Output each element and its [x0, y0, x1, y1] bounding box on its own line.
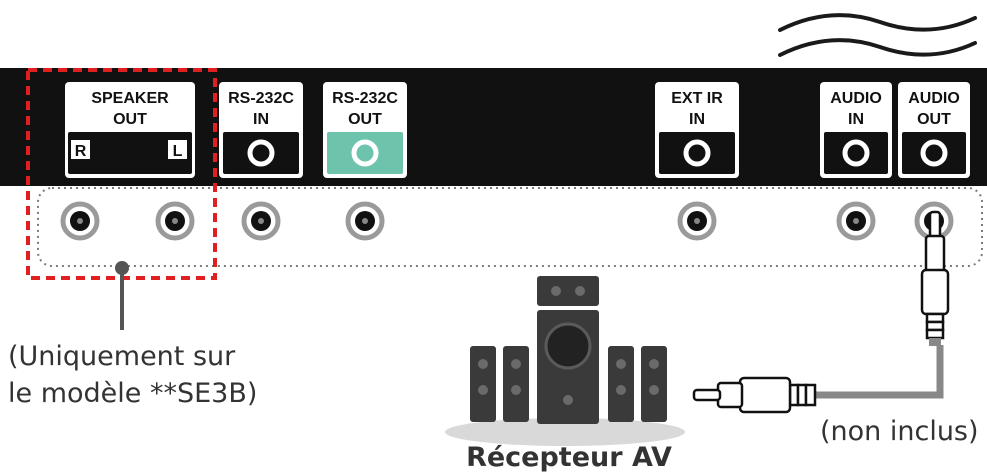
cable-not-included-note: (non inclus)	[820, 416, 979, 447]
left-satellite-speakers	[470, 346, 529, 422]
receiver-label: Récepteur AV	[466, 442, 672, 473]
rs232c-out-label-1: RS-232C	[332, 90, 398, 107]
model-note-line-2: le modèle **SE3B)	[8, 378, 257, 409]
subwoofer	[537, 310, 599, 424]
ext-ir-in-label-2: IN	[689, 111, 705, 128]
jack-ext-ir-in	[677, 201, 717, 241]
audio-in-port: AUDIO IN	[820, 82, 892, 178]
speaker-out-label-2: OUT	[113, 111, 147, 128]
rs232c-in-port: RS-232C IN	[219, 82, 303, 178]
right-satellite-speakers	[608, 346, 667, 422]
speaker-right-channel: R	[75, 143, 87, 160]
audio-cable	[692, 210, 950, 414]
audio-in-label-1: AUDIO	[830, 90, 882, 107]
jack-row-outline	[37, 187, 983, 267]
jack-rs232c-in	[241, 201, 281, 241]
rs232c-out-label-2: OUT	[348, 111, 382, 128]
jack-audio-in	[836, 201, 876, 241]
break-lines	[778, 13, 977, 57]
audio-out-port: AUDIO OUT	[898, 82, 970, 178]
rs232c-in-label-2: IN	[253, 111, 269, 128]
rs232c-out-port: RS-232C OUT	[323, 82, 407, 178]
speaker-out-port: SPEAKER OUT R L	[65, 82, 195, 178]
model-note-line-1: (Uniquement sur	[8, 341, 236, 372]
ext-ir-in-port: EXT IR IN	[655, 82, 739, 178]
rs232c-in-label-1: RS-232C	[228, 90, 294, 107]
speaker-left-channel: L	[173, 143, 183, 160]
jack-speaker-right	[60, 201, 100, 241]
ext-ir-in-label-1: EXT IR	[671, 90, 723, 107]
jack-row	[60, 201, 954, 241]
audio-in-label-2: IN	[848, 111, 864, 128]
audio-out-label-1: AUDIO	[908, 90, 960, 107]
speaker-out-label-1: SPEAKER	[91, 90, 169, 107]
jack-speaker-left	[155, 201, 195, 241]
jack-rs232c-out	[345, 201, 385, 241]
center-speaker	[537, 276, 599, 306]
audio-out-label-2: OUT	[917, 111, 951, 128]
mini-jack-plug	[920, 210, 950, 346]
rca-plug	[692, 376, 817, 414]
av-receiver-speakers	[445, 276, 685, 446]
note-pointer	[115, 261, 129, 330]
